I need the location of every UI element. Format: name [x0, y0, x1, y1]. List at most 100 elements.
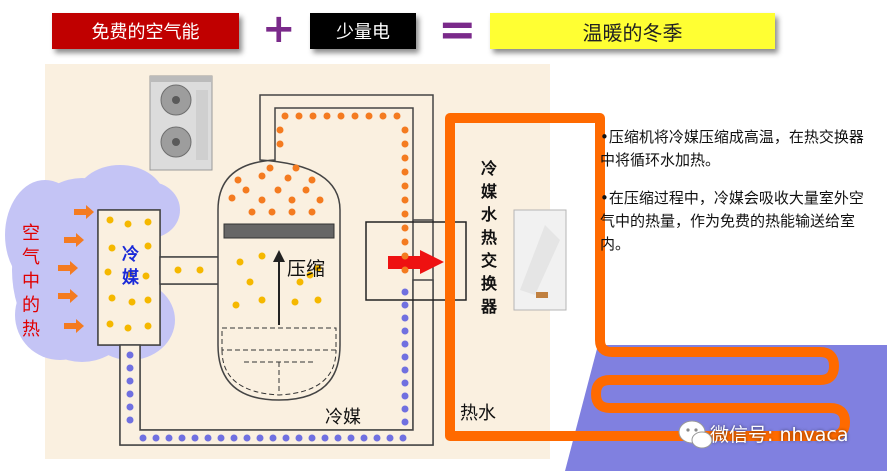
hot-refrigerant-dot — [276, 126, 284, 134]
hot-refrigerant-dot — [401, 224, 409, 232]
cold-refrigerant-dot — [347, 434, 355, 442]
hot-refrigerant-dot — [401, 154, 409, 162]
warm-refrigerant-dot — [314, 296, 322, 304]
cold-refrigerant-dot — [178, 434, 186, 442]
cold-refrigerant-dot — [139, 434, 147, 442]
cold-refrigerant-dot — [165, 434, 173, 442]
air-heat-arrow — [64, 319, 84, 333]
cold-refrigerant-dot — [401, 366, 409, 374]
hot-refrigerant-dot — [242, 186, 250, 194]
warm-refrigerant-dot — [144, 296, 152, 304]
cold-refrigerant-dot — [401, 418, 409, 426]
warm-winter-box: 温暖的冬季 — [490, 13, 775, 49]
description-line-1: •压缩机将冷媒压缩成高温，在热交换器中将循环水加热。 — [600, 128, 864, 169]
cold-refrigerant-dot — [334, 434, 342, 442]
cold-refrigerant-dot — [217, 434, 225, 442]
plus-sign: + — [262, 6, 296, 52]
hot-refrigerant-dot — [302, 186, 310, 194]
cold-refrigerant-dot — [126, 377, 134, 385]
cold-refrigerant-dot — [204, 434, 212, 442]
hot-refrigerant-dot — [393, 112, 401, 120]
cold-refrigerant-dot — [256, 434, 264, 442]
warm-refrigerant-dot — [246, 278, 254, 286]
cold-refrigerant-dot — [126, 364, 134, 372]
cold-refrigerant-dot — [295, 434, 303, 442]
hot-refrigerant-dot — [292, 164, 300, 172]
little-electricity-label: 少量电 — [336, 22, 390, 43]
piston-plate — [223, 223, 335, 239]
heat-transfer-arrow — [388, 250, 444, 274]
air-heat-label: 空气中的热 — [22, 223, 40, 340]
cold-refrigerant-dot — [401, 314, 409, 322]
heat-exchanger-frame — [365, 221, 467, 301]
hot-refrigerant-dot — [401, 210, 409, 218]
hot-refrigerant-dot — [337, 112, 345, 120]
warm-refrigerant-dot — [144, 218, 152, 226]
watermark-text: 微信号: nhvaca — [710, 424, 849, 446]
hot-refrigerant-dot — [288, 208, 296, 216]
hot-refrigerant-dot — [401, 252, 409, 260]
hot-refrigerant-dot — [401, 126, 409, 134]
hot-refrigerant-dot — [379, 112, 387, 120]
cold-refrigerant-dot — [243, 434, 251, 442]
refrigerant-label-short: 冷媒 — [122, 245, 139, 288]
warm-refrigerant-dot — [144, 322, 152, 330]
floor-surface — [565, 345, 887, 471]
cold-refrigerant-dot — [282, 434, 290, 442]
cold-refrigerant-dot — [401, 288, 409, 296]
warm-refrigerant-dot — [232, 301, 240, 309]
air-heat-arrow — [58, 289, 78, 303]
warm-refrigerant-dot — [291, 298, 299, 306]
hot-refrigerant-dot — [288, 196, 296, 204]
warm-refrigerant-dot — [142, 272, 150, 280]
hot-refrigerant-dot — [234, 176, 242, 184]
warm-refrigerant-dot — [124, 220, 132, 228]
compressor-vessel — [217, 94, 434, 401]
cold-refrigerant-dot — [401, 340, 409, 348]
cold-refrigerant-dot — [373, 434, 381, 442]
hot-refrigerant-dot — [316, 196, 324, 204]
refrigerant-pipe-left — [97, 209, 434, 446]
warm-refrigerant-dot — [174, 266, 182, 274]
hot-water-label: 热水 — [460, 403, 496, 424]
cold-refrigerant-dot — [269, 434, 277, 442]
hot-refrigerant-dot — [295, 112, 303, 120]
warm-refrigerant-dot — [258, 296, 266, 304]
hot-refrigerant-dot — [276, 140, 284, 148]
indoor-unit-image — [513, 209, 567, 311]
hot-refrigerant-dot — [274, 186, 282, 194]
outdoor-unit-image — [149, 75, 213, 171]
hot-refrigerant-dot — [401, 238, 409, 246]
hot-refrigerant-dot — [401, 140, 409, 148]
warm-refrigerant-dot — [128, 298, 136, 306]
cold-refrigerant-dot — [126, 351, 134, 359]
hot-refrigerant-dot — [401, 266, 409, 274]
hot-refrigerant-dot — [281, 112, 289, 120]
hot-refrigerant-dot — [309, 112, 317, 120]
little-electricity-box: 少量电 — [310, 13, 416, 49]
hot-refrigerant-dot — [248, 208, 256, 216]
hot-refrigerant-dot — [258, 172, 266, 180]
hot-refrigerant-dot — [308, 208, 316, 216]
compress-label: 压缩 — [287, 258, 326, 280]
cold-refrigerant-dot — [399, 434, 407, 442]
cold-refrigerant-dot — [191, 434, 199, 442]
hot-refrigerant-dot — [284, 174, 292, 182]
hot-refrigerant-dot — [351, 112, 359, 120]
equals-sign: = — [438, 2, 477, 56]
warm-refrigerant-dot — [106, 216, 114, 224]
cold-refrigerant-dot — [401, 379, 409, 387]
hot-refrigerant-dot — [308, 176, 316, 184]
hot-refrigerant-dot — [228, 194, 236, 202]
cold-refrigerant-dot — [230, 434, 238, 442]
air-heat-arrow — [64, 233, 84, 247]
warm-refrigerant-dot — [258, 252, 266, 260]
air-heat-arrow — [74, 205, 94, 219]
cold-refrigerant-dot — [401, 327, 409, 335]
hot-refrigerant-dot — [401, 168, 409, 176]
hot-refrigerant-dot — [401, 182, 409, 190]
free-air-energy-box: 免费的空气能 — [52, 13, 239, 49]
warm-refrigerant-dot — [104, 268, 112, 276]
cold-refrigerant-dot — [360, 434, 368, 442]
hot-refrigerant-dot — [401, 196, 409, 204]
